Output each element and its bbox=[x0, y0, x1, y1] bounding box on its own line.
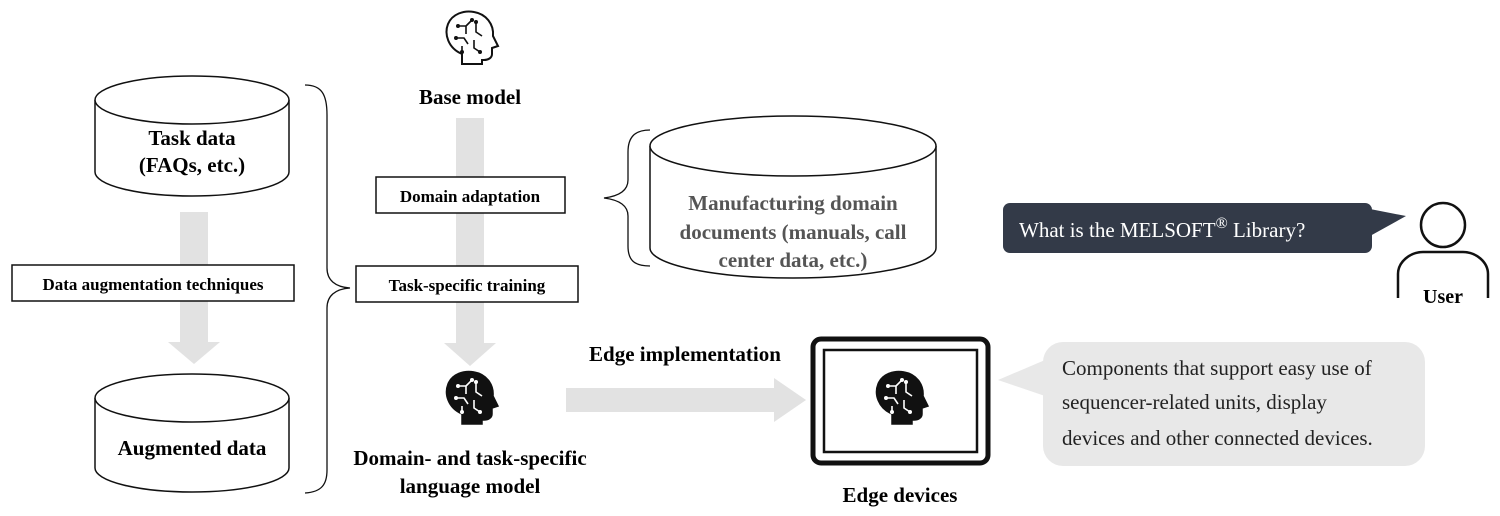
edge-devices-label: Edge devices bbox=[843, 483, 958, 507]
edge-implementation-label: Edge implementation bbox=[589, 342, 781, 366]
training-arrow bbox=[444, 118, 496, 366]
task-data-title: Task data bbox=[148, 126, 236, 150]
augmented-data-label: Augmented data bbox=[118, 436, 267, 460]
answer-line2: sequencer-related units, display bbox=[1062, 390, 1327, 414]
domain-adaptation-label: Domain adaptation bbox=[400, 187, 541, 206]
data-augmentation-label: Data augmentation techniques bbox=[42, 275, 263, 294]
answer-line1: Components that support easy use of bbox=[1062, 356, 1372, 380]
user-icon bbox=[1396, 201, 1490, 298]
brain-head-outline-icon bbox=[445, 10, 499, 65]
data-augmentation-box bbox=[11, 264, 295, 302]
answer-bubble bbox=[998, 342, 1425, 466]
augmented-data-cylinder bbox=[94, 373, 290, 493]
manufacturing-docs-line1: Manufacturing domain bbox=[688, 191, 898, 215]
base-model-label: Base model bbox=[419, 85, 521, 109]
left-brace bbox=[304, 84, 351, 494]
user-query-bubble bbox=[1003, 203, 1406, 253]
task-data-cylinder bbox=[94, 75, 290, 197]
brain-head-filled-icon bbox=[445, 370, 499, 425]
docs-brace bbox=[603, 129, 651, 267]
task-specific-training-label: Task-specific training bbox=[389, 276, 546, 295]
manufacturing-docs-line2: documents (manuals, call bbox=[680, 220, 907, 244]
domain-adaptation-box bbox=[375, 176, 566, 214]
answer-line3: devices and other connected devices. bbox=[1062, 426, 1373, 450]
final-model-label-line1: Domain- and task-specific bbox=[353, 446, 586, 470]
manufacturing-docs-cylinder bbox=[649, 115, 937, 279]
task-data-subtitle: (FAQs, etc.) bbox=[139, 153, 245, 177]
manufacturing-docs-line3: center data, etc.) bbox=[719, 248, 868, 272]
edge-device-brain-icon bbox=[875, 370, 929, 425]
task-specific-training-box bbox=[355, 265, 579, 303]
user-query-text: What is the MELSOFT® Library? bbox=[1019, 215, 1305, 242]
user-label: User bbox=[1423, 286, 1463, 308]
final-model-label-line2: language model bbox=[400, 474, 541, 498]
edge-implementation-arrow bbox=[566, 378, 806, 422]
